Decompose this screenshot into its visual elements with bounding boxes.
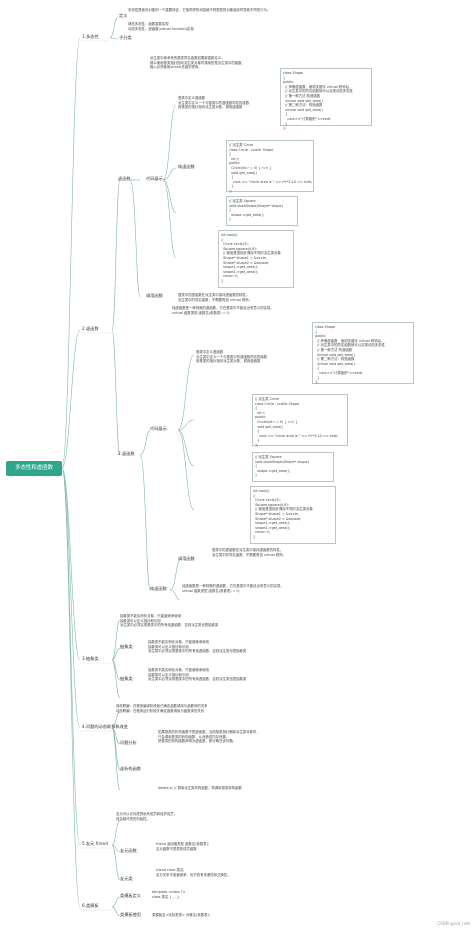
code-box-shape-2: class Shape { public: // 声明虚函数，使用关键字 vir… (312, 322, 414, 384)
root-topic[interactable]: 多态性和虚函数 (6, 461, 62, 476)
node-pure[interactable]: 纯虚函数 (150, 586, 167, 591)
note-binding: 静态联编：在程序编译阶段就已确定函数调用与函数体的关系 动态联编：在程序运行阶段… (116, 704, 208, 713)
note-template-use: 类模板名<实际类型> 对象名(参数表); (152, 913, 211, 917)
node-vf-rule[interactable]: 调用函数 (146, 293, 163, 298)
branch-friend[interactable]: 5.友元 friend (82, 841, 108, 846)
code-box-circle: // 派生类 Circle class Circle : public Shap… (226, 140, 314, 193)
note-template-def: template <class T> class 类名 { ... }; (152, 890, 186, 899)
watermark: CSDN @cat_ride (437, 921, 470, 926)
code-box-shape: class Shape { public: // 声明虚函数，使用关键字 vir… (280, 68, 372, 130)
node-virtual-function[interactable]: 虚函数 (118, 176, 131, 181)
node-friend-class[interactable]: 友元类 (120, 876, 133, 881)
node-friend-func[interactable]: 友元函数 (120, 848, 137, 853)
note-pure: 纯虚函数是一种特殊的虚函数，它在基类中不能给出有意义的实现。 virtual 函… (182, 584, 284, 593)
note-vf2-steps: 基类中定义虚函数 派生类中定义一个与基类中的虚函数同名的函数 用基类的指针指向派… (196, 350, 268, 364)
node-template-use[interactable]: 类模板使用 (120, 912, 141, 917)
node-dyn-problem[interactable]: 问题分析 (120, 740, 137, 745)
note-vf2-rule: 基类中的虚函数在派生类中保持虚函数的特性。 派生类中的同名函数，不需要再加 vi… (212, 548, 287, 557)
code-square-2: // 派生类 Square void showShape(Shape* shap… (255, 455, 309, 478)
node-template-def[interactable]: 类模板定义 (120, 893, 141, 898)
code-box-square: // 派生类 Square void showShape(Shape* shap… (226, 196, 298, 226)
node-subcategory[interactable]: 子分类 (119, 35, 132, 40)
note-dyn-problem: 如果基类的析构函数不是虚函数，当用基类指针删除派生类对象时， 只会调用基类的析构… (158, 730, 260, 744)
code-shape: class Shape { public: // 声明虚函数，使用关键字 vir… (283, 71, 353, 131)
node-vf2[interactable]: 2.虚函数 (118, 451, 135, 456)
note-vf-rule: 基类中的虚函数在派生类中保持虚函数的特性。 派生类中的同名函数，不需要再加 vi… (178, 293, 253, 302)
node-vf-circle[interactable]: 纯虚函数 (178, 164, 195, 169)
node-virtual-destructor[interactable]: 虚析构函数 (120, 766, 141, 771)
branch-abstract-class[interactable]: 3.抽象类 (82, 656, 99, 661)
note-vf-intro: 派生类中继承来的基类同名函数如果被重新定义， 那么使用基类指针指向派生类对象时调… (150, 56, 245, 70)
note-abs-a: 抽象类不能实例化对象，只能被继承使用 抽象类可以定义指针和引用 派生类中必须实现… (148, 640, 247, 654)
note-definition: 多态性是面向对象的一个重要特征，它指同样的消息被不同类型的对象接收时导致不同的行… (128, 8, 271, 12)
node-definition[interactable]: 定义 (119, 13, 128, 18)
note-friend-class: friend class 类名; 友元关系不能被继承，也不具有传递性和交换性。 (156, 868, 231, 877)
node-abs-a[interactable]: 抽象类 (120, 644, 133, 649)
branch-dynamic-binding[interactable]: 4.问题的动态联系和改变 (82, 724, 128, 729)
node-vf2-code[interactable]: 代码展示 (150, 426, 167, 431)
branch-class-template[interactable]: 6.类模板 (82, 903, 99, 908)
branch-polymorphism[interactable]: 1.多态性 (82, 34, 99, 39)
node-abs-b[interactable]: 抽象类 (120, 676, 133, 681)
code-circle-2: // 派生类 Circle class Circle : public Shap… (255, 397, 339, 447)
node-vf2-rule[interactable]: 调用函数 (178, 556, 195, 561)
code-main: int main() { Circle circle(3); Square sq… (221, 233, 281, 283)
code-box-main-2: int main() { Circle circle(3); Square sq… (250, 486, 336, 544)
code-box-main: int main() { Circle circle(3); Square sq… (218, 230, 294, 288)
note-friend-func: friend 返回值类型 函数名(参数表); 友元函数不是类的成员函数 (156, 842, 210, 851)
note-abs-rules: 抽象类不能实例化对象，只能被继承使用 抽象类可以定义指针和引用 派生类中必须实现… (120, 614, 219, 628)
code-box-circle-2: // 派生类 Circle class Circle : public Shap… (252, 394, 348, 447)
note-abs-b: 抽象类不能实例化对象，只能被继承使用 抽象类可以定义指针和引用 派生类中必须实现… (148, 668, 247, 682)
note-pure-intro: 纯虚函数是一种特殊的虚函数，它在基类中不能给出有意义的实现。 virtual 函… (172, 306, 274, 315)
note-subcategory: 静态多态性：函数重载实现 动态多态性：虚函数(virtual function)… (128, 22, 194, 31)
node-vf-code[interactable]: 代码展示 (146, 176, 163, 181)
note-vf-steps: 基类中定义虚函数 派生类中定义一个与基类中的虚函数同名的函数 用基类的指针指向派… (178, 96, 250, 110)
code-shape-2: class Shape { public: // 声明虚函数，使用关键字 vir… (315, 325, 385, 385)
branch-virtual-function[interactable]: 2.虚函数 (82, 326, 99, 331)
note-friend: 友元可以访问类的私有成员和保护成员， 但会破坏类的封装性。 (116, 812, 178, 821)
code-main-2: int main() { Circle circle(3); Square sq… (253, 489, 313, 539)
note-delete: delete p; // 调用派生类析构函数，再调用基类析构函数 (158, 786, 242, 790)
code-box-square-2: // 派生类 Square void showShape(Shape* shap… (252, 452, 334, 482)
code-circle: // 派生类 Circle class Circle : public Shap… (229, 143, 313, 193)
code-square: // 派生类 Square void showShape(Shape* shap… (229, 199, 283, 222)
